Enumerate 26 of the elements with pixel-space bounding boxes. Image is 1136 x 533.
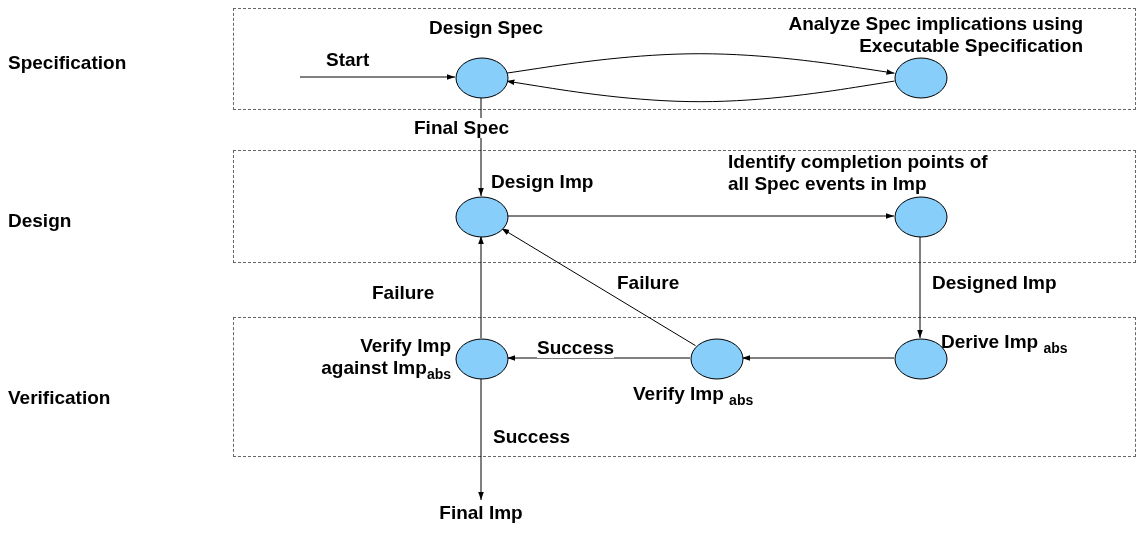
state-label: Identify completion points of all Spec events in Imp xyxy=(728,151,989,195)
outcome-label: Final Imp xyxy=(438,502,524,524)
arrow xyxy=(478,235,484,339)
state-label: Design Spec xyxy=(427,17,544,39)
arrow xyxy=(505,79,896,103)
edge-label: Success xyxy=(537,338,615,358)
arrow xyxy=(506,53,895,75)
arrow xyxy=(478,377,484,501)
state-label: Derive Imp $_{abs}$ xyxy=(941,331,1069,353)
lane-label: Verification xyxy=(8,387,111,409)
arrow xyxy=(299,74,456,80)
arrow xyxy=(506,213,895,219)
swimlane-band xyxy=(233,8,1136,110)
state-label: Verify Imp $_{abs}$ xyxy=(633,383,755,405)
state-label: Verify Imp against Imp$_{abs}$ xyxy=(320,335,451,379)
edge-label: Final Spec xyxy=(414,118,510,138)
arrow xyxy=(506,355,691,361)
lane-label: Design xyxy=(8,210,72,232)
arrow xyxy=(917,235,923,339)
edge-label: Designed Imp xyxy=(932,273,1057,293)
arrow xyxy=(500,227,697,347)
swimlane-band xyxy=(233,150,1136,263)
lane-label: Specification xyxy=(8,52,127,74)
state-label: Analyze Spec implications using Executable Specification xyxy=(787,13,1083,57)
state-label: Design Imp xyxy=(491,171,595,193)
arrow xyxy=(741,355,895,361)
